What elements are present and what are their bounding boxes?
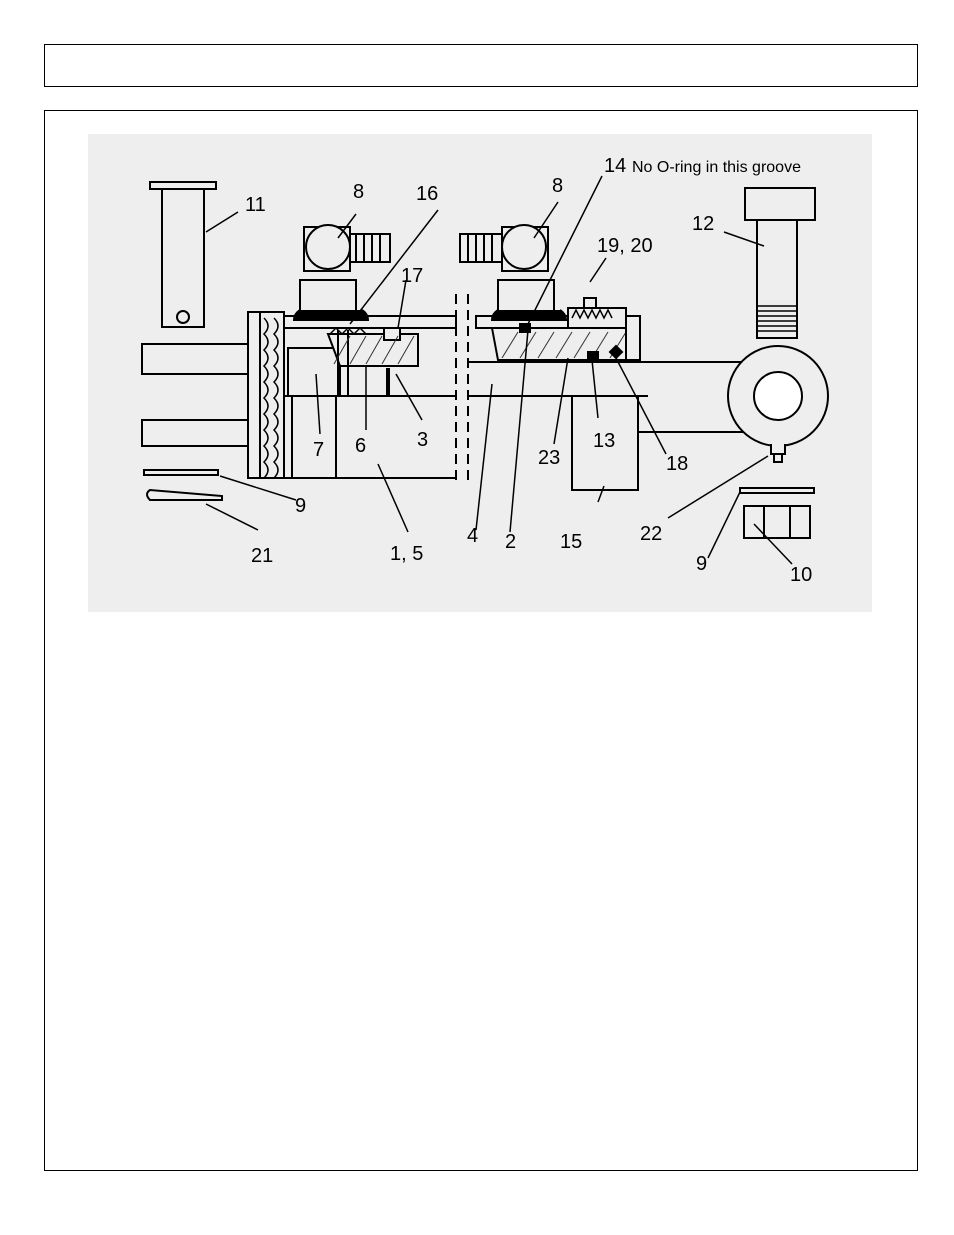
content-box — [44, 110, 918, 1171]
wear-ring-part — [571, 395, 639, 491]
piston-part — [326, 326, 419, 396]
header-box — [44, 44, 918, 87]
callout-13: 13 — [593, 430, 615, 452]
callout-18: 18 — [666, 453, 688, 475]
clevis-pin-part — [149, 181, 217, 328]
callout-16: 16 — [416, 183, 438, 205]
cotter-pin-part — [146, 488, 223, 501]
washer-left-part — [143, 469, 219, 476]
callout-3: 3 — [417, 429, 428, 451]
callout-8-right: 8 — [552, 175, 563, 197]
cylinder-exploded-diagram: 11 8 16 17 8 14 No O-ring in this groove… — [88, 134, 872, 612]
callout-15: 15 — [560, 531, 582, 553]
callout-labels: 11 8 16 17 8 14 No O-ring in this groove… — [245, 155, 812, 586]
callout-12: 12 — [692, 213, 714, 235]
callout-11: 11 — [245, 194, 266, 216]
callout-9-left: 9 — [295, 495, 306, 517]
elbow-fitting-left — [292, 224, 391, 321]
rod-eye — [628, 345, 829, 463]
callout-6: 6 — [355, 435, 366, 457]
elbow-fitting-right — [459, 224, 568, 321]
leader-lines — [205, 175, 793, 565]
callout-4: 4 — [467, 525, 478, 547]
callout-21: 21 — [251, 545, 273, 567]
callout-1-5: 1, 5 — [390, 543, 423, 565]
callout-9-right: 9 — [696, 553, 707, 575]
callout-7: 7 — [313, 439, 324, 461]
callout-19-20: 19, 20 — [597, 235, 653, 257]
base-end-mount — [141, 311, 285, 479]
callout-23: 23 — [538, 447, 560, 469]
bolt-part — [744, 187, 816, 339]
nut-part — [743, 505, 811, 539]
callout-22: 22 — [640, 523, 662, 545]
callout-2: 2 — [505, 531, 516, 553]
callout-17: 17 — [401, 265, 423, 287]
callout-8-left: 8 — [353, 181, 364, 203]
callout-10: 10 — [790, 564, 812, 586]
washer-right-part — [739, 487, 815, 494]
callout-14: 14 — [604, 155, 626, 177]
callout-14-note: No O-ring in this groove — [632, 159, 801, 176]
